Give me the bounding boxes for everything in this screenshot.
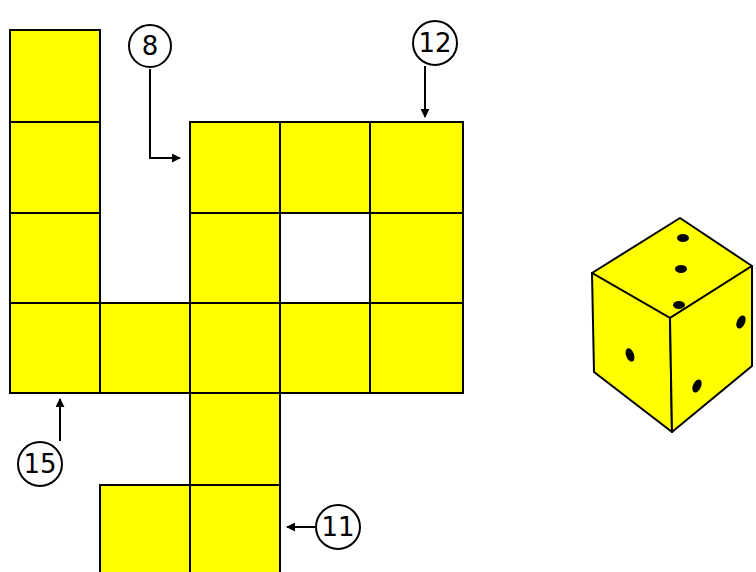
callout-circle: 12 xyxy=(412,20,458,66)
callout-number: 12 xyxy=(418,30,451,56)
die-right-face xyxy=(670,266,752,432)
net-square xyxy=(370,303,463,393)
die-pip xyxy=(624,347,636,363)
die-pip xyxy=(734,314,747,330)
leader-arrow xyxy=(150,69,180,158)
net-square xyxy=(10,213,100,303)
net-square xyxy=(190,393,280,485)
die-pip xyxy=(690,378,703,394)
callout-circle: 11 xyxy=(315,504,361,550)
net-square xyxy=(370,122,463,213)
net-square xyxy=(100,303,190,393)
net-square xyxy=(280,122,370,213)
die xyxy=(592,218,752,432)
net-square xyxy=(100,485,190,572)
leader-arrows xyxy=(60,66,425,527)
callout-number: 15 xyxy=(23,451,56,477)
callout-circle: 8 xyxy=(128,24,172,68)
net-square xyxy=(280,303,370,393)
net-square xyxy=(370,213,463,303)
leader-arrow xyxy=(424,66,426,117)
leader-arrow xyxy=(59,399,61,441)
leader-arrow xyxy=(287,526,315,528)
net-square xyxy=(10,122,100,213)
callout-number: 8 xyxy=(142,33,159,59)
callout-circle: 15 xyxy=(17,441,63,487)
die-pip xyxy=(673,301,685,309)
net-square xyxy=(190,122,280,213)
net-square xyxy=(190,213,280,303)
net-square xyxy=(190,303,280,393)
die-pip xyxy=(675,265,687,273)
callout-number: 11 xyxy=(321,514,354,540)
net-squares xyxy=(10,30,463,572)
die-left-face xyxy=(592,273,672,432)
die-pips xyxy=(624,234,748,394)
die-pip xyxy=(677,234,689,242)
net-square xyxy=(10,30,100,122)
net-square xyxy=(10,303,100,393)
net-square xyxy=(190,485,280,572)
